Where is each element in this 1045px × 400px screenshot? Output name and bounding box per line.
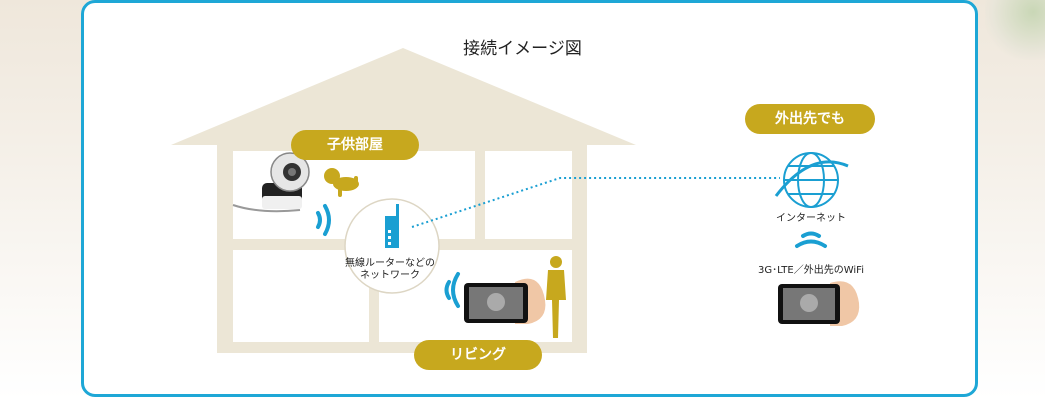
mobile-network-label: 3G･LTE／外出先のWiFi [758,265,864,276]
router-icon [385,204,399,248]
wifi-waves-icon [316,204,331,236]
background-decoration [985,0,1045,60]
camera-icon [232,152,310,213]
wifi-waves-icon [444,272,460,308]
room-small [485,151,572,239]
diagram-title: 接続イメージ図 [463,39,582,59]
baby-icon [324,168,359,197]
outside-label: 外出先でも [745,104,875,134]
wifi-waves-icon [795,231,827,248]
smartphone-icon [464,278,546,324]
globe-icon [774,152,849,208]
person-icon [546,256,566,338]
smartphone-icon [778,281,860,326]
internet-label: インターネット [776,213,846,224]
living-label: リビング [414,340,542,370]
router-label: 無線ルーターなどの ネットワーク [340,258,440,282]
kids-room-label: 子供部屋 [291,130,419,160]
router-label-line2: ネットワーク [360,270,420,281]
room-left [233,250,369,342]
connection-dotted-line [411,177,780,228]
router-label-line1: 無線ルーターなどの [345,258,435,269]
